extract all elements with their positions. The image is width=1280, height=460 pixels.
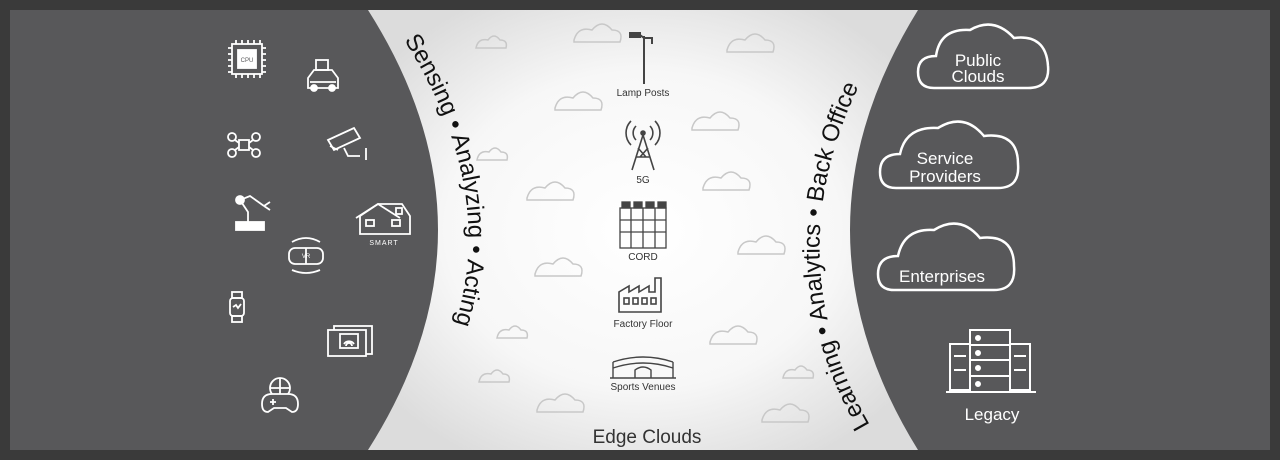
cell-tower-icon [625,120,661,171]
svg-text:SMART: SMART [369,240,398,247]
svg-text:Legacy: Legacy [965,405,1020,424]
edge-item-label: Factory Floor [614,319,674,330]
background-clouds [475,23,815,423]
edge-item-label: 5G [636,175,650,186]
svg-text:Enterprises: Enterprises [899,267,985,286]
cloud-shape [876,222,1016,292]
edge-item-factory-floor: Factory Floor [614,277,674,330]
svg-text:VR: VR [302,254,311,260]
gaming-controller-icon [261,377,299,413]
cloud-service-providers: Service Providers [878,120,1020,190]
svg-text:Providers: Providers [909,167,981,186]
edge-clouds-title: Edge Clouds [593,427,702,448]
drone-icon [227,132,261,158]
factory-icon [618,277,662,313]
cloud-shape [916,23,1050,90]
smart-home-icon: SMART [355,202,411,247]
autonomous-car-icon [307,59,339,92]
svg-text:Public: Public [955,51,1002,70]
edge-item-lamp-posts: Lamp Posts [617,32,670,99]
vr-headset-icon: VR [288,237,324,274]
edge-item-label: Lamp Posts [617,88,670,99]
cloud-enterprises: Enterprises [876,222,1016,292]
device-icons: CPU [227,40,411,413]
svg-text:Clouds: Clouds [952,67,1005,86]
data-center-icon [946,329,1036,393]
lamp-post-icon [629,32,653,84]
cpu-chip-icon: CPU [228,40,266,78]
legacy: Legacy [946,329,1036,424]
security-camera-icon [326,126,367,160]
edge-item-label: CORD [628,252,657,263]
cloud-public-clouds: Public Clouds [916,23,1050,90]
smartwatch-icon [229,291,245,323]
robot-arm-icon [235,194,271,231]
stadium-icon [610,356,676,379]
server-rack-icon [619,201,667,249]
svg-text:Service: Service [917,149,974,168]
edge-item-cord: CORD [619,201,667,263]
svg-text:CPU: CPU [241,58,254,64]
tablet-icon [327,325,373,357]
cloud-shape [878,120,1020,190]
edge-item-5g: 5G [625,120,661,186]
edge-item-label: Sports Venues [610,382,675,393]
edge-item-sports-venues: Sports Venues [610,356,676,393]
